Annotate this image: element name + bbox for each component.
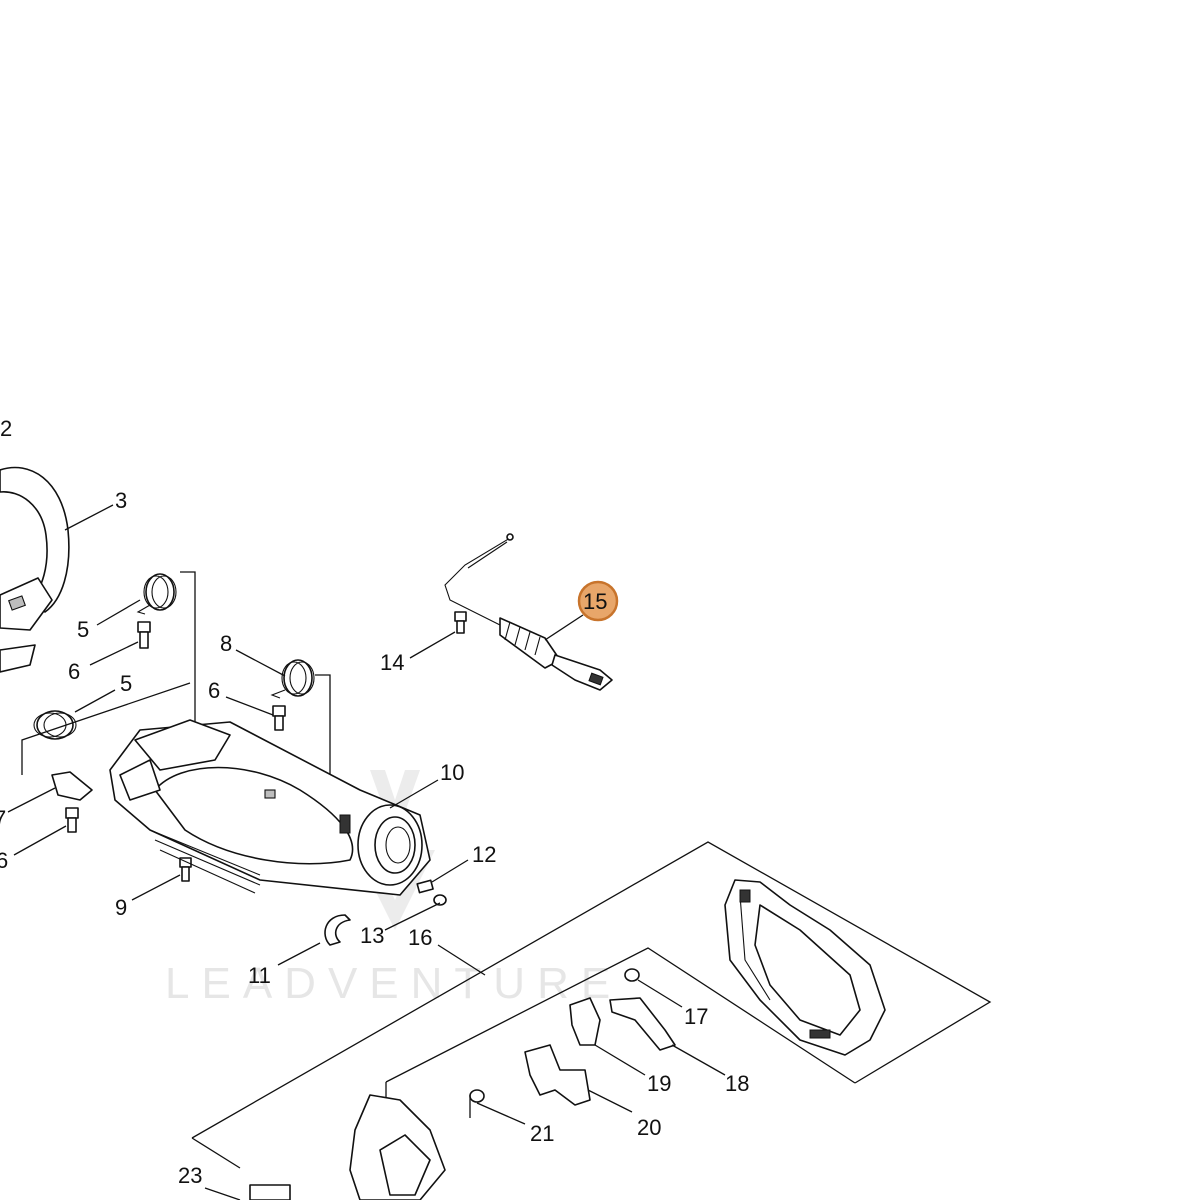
callout-19: 19	[647, 1071, 671, 1096]
throttle-cable	[444, 533, 613, 691]
lever-20	[524, 1044, 591, 1106]
plate-7	[51, 771, 93, 801]
callout-15[interactable]: 15	[583, 589, 607, 614]
callout-2: 2	[0, 416, 12, 441]
spring-17	[624, 968, 640, 982]
callout-6-middle: 6	[208, 678, 220, 703]
screw-6-a	[137, 621, 151, 649]
callout-14: 14	[380, 650, 404, 675]
callout-5-lower: 5	[120, 671, 132, 696]
callout-6-upper: 6	[68, 659, 80, 684]
handle-cover-right	[724, 879, 886, 1056]
spring-5-upper	[136, 573, 177, 615]
trigger-18	[609, 997, 676, 1051]
spring-12	[416, 879, 434, 894]
callout-23: 23	[178, 1163, 202, 1188]
callout-7: 7	[0, 806, 6, 831]
frame-inner	[385, 947, 856, 1084]
callout-16: 16	[408, 925, 432, 950]
screw-6-c	[65, 807, 79, 833]
front-handle	[0, 466, 70, 673]
handle-housing	[109, 719, 431, 896]
handle-cover-left	[249, 1094, 446, 1200]
frame-16	[191, 841, 992, 1139]
callout-8: 8	[220, 631, 232, 656]
screw-6-b	[272, 705, 286, 731]
callout-17: 17	[684, 1004, 708, 1029]
callout-18: 18	[725, 1071, 749, 1096]
spring-21	[469, 1089, 485, 1103]
callout-9: 9	[115, 895, 127, 920]
callout-13: 13	[360, 923, 384, 948]
spring-5-lower	[33, 710, 77, 740]
clip-11	[324, 914, 351, 946]
pin-13	[433, 894, 447, 906]
callout-10: 10	[440, 760, 464, 785]
callout-5-upper: 5	[77, 617, 89, 642]
highlight-circle-15	[577, 580, 619, 622]
callout-11: 11	[248, 963, 271, 988]
screw-9	[179, 857, 192, 882]
callout-20: 20	[637, 1115, 661, 1140]
screw-14	[454, 611, 467, 634]
callout-3: 3	[115, 488, 127, 513]
callout-6-lower: 6	[0, 848, 8, 873]
callout-21: 21	[530, 1121, 554, 1146]
watermark-text: LEADVENTURE	[165, 959, 622, 1008]
spring-8	[270, 659, 315, 699]
callout-12: 12	[472, 842, 496, 867]
